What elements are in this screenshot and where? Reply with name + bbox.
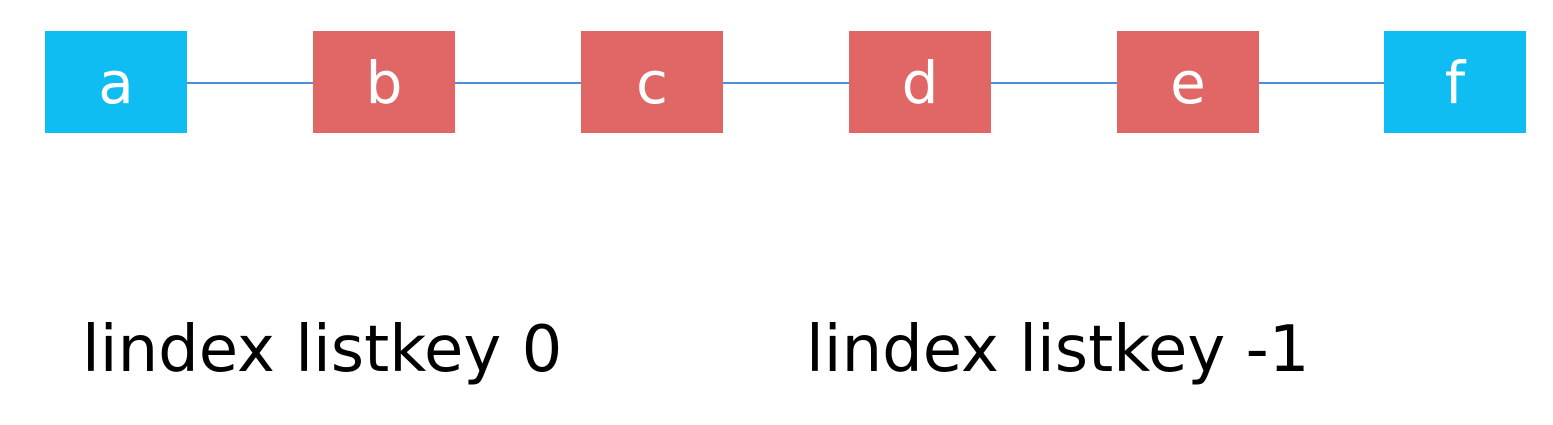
list-node-e: e	[1117, 31, 1259, 133]
node-label: d	[901, 49, 939, 117]
node-label: b	[365, 49, 403, 117]
node-label: c	[636, 49, 668, 117]
command-lindex-first: lindex listkey 0	[82, 313, 563, 387]
list-node-c: c	[581, 31, 723, 133]
list-node-d: d	[849, 31, 991, 133]
command-lindex-last: lindex listkey -1	[806, 313, 1310, 387]
node-label: a	[98, 49, 134, 117]
list-node-a: a	[45, 31, 187, 133]
list-node-b: b	[313, 31, 455, 133]
list-connector-line	[186, 82, 1386, 84]
list-node-f: f	[1384, 31, 1526, 133]
node-label: e	[1170, 49, 1206, 117]
node-label: f	[1444, 49, 1466, 117]
